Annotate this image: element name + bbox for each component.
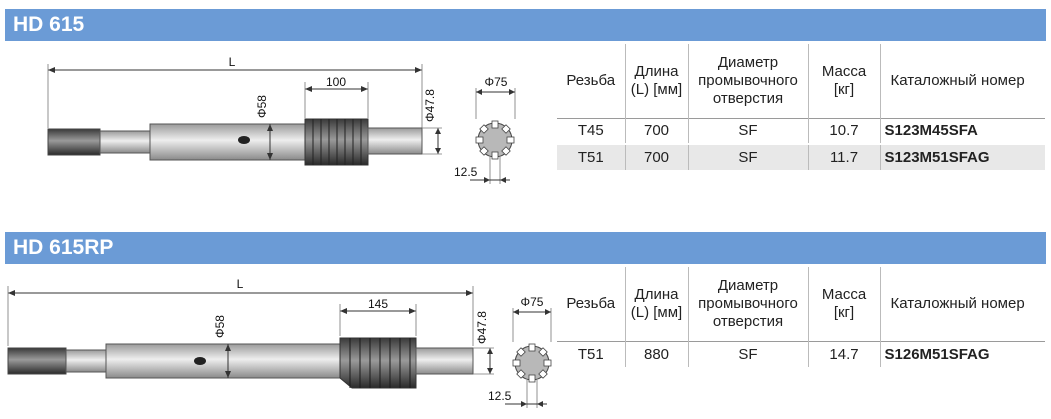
spline-length-label: 145 [368, 297, 388, 311]
length-label: L [229, 55, 236, 69]
header-catalog-number: Каталожный номер [879, 267, 1045, 341]
cell-mass: 11.7 [807, 143, 880, 170]
spline-end-view-drawing: Φ75 12.5 [454, 75, 516, 184]
cell-flush: SF [687, 118, 808, 144]
section-title-hd615rp: HD 615RP [5, 232, 1046, 264]
cell-mass: 14.7 [807, 341, 880, 367]
header-flush-diameter: Диаметр промывочного отверстия [687, 267, 808, 341]
header-catalog-number: Каталожный номер [879, 44, 1045, 118]
cell-length: 700 [624, 118, 688, 144]
header-length: Длина (L) [мм] [624, 44, 688, 118]
table-row: T51 880 SF 14.7 S126M51SFAG [557, 341, 1045, 367]
cell-flush: SF [687, 143, 808, 170]
spline-diameter-label: Φ47.8 [423, 89, 437, 122]
table-header-row: Резьба Длина (L) [мм] Диаметр промывочно… [557, 44, 1045, 118]
cell-flush: SF [687, 341, 808, 367]
spline-end-view-drawing: Φ75 12.5 [488, 295, 552, 408]
length-label: L [237, 277, 244, 291]
spec-table-hd615rp: Резьба Длина (L) [мм] Диаметр промывочно… [557, 267, 1045, 367]
cell-catalog-number: S126M51SFAG [879, 341, 1045, 367]
spec-table-hd615: Резьба Длина (L) [мм] Диаметр промывочно… [557, 44, 1045, 170]
spline-length-label: 100 [326, 75, 346, 89]
shank-diameter-label: Φ58 [255, 95, 269, 118]
table-header-row: Резьба Длина (L) [мм] Диаметр промывочно… [557, 267, 1045, 341]
header-thread: Резьба [566, 71, 616, 89]
header-mass: Масса [кг] [807, 267, 880, 341]
shank-diameter-label: Φ58 [213, 315, 227, 338]
table-row: T45 700 SF 10.7 S123M45SFA [557, 118, 1045, 144]
spline-diameter-label: Φ47.8 [475, 311, 489, 344]
header-length: Длина (L) [мм] [624, 267, 688, 341]
table-row: T51 700 SF 11.7 S123M51SFAG [557, 143, 1045, 170]
cell-catalog-number: S123M45SFA [879, 118, 1045, 144]
shank-adapter-drawing: L 100 Φ58 Φ47.8 Φ75 [47, 55, 516, 184]
cell-thread: T45 [577, 122, 604, 140]
cell-catalog-number: S123M51SFAG [879, 143, 1045, 170]
key-width-label: 12.5 [454, 165, 478, 179]
cell-length: 700 [624, 143, 688, 170]
cell-length: 880 [624, 341, 688, 367]
shank-adapter-drawing: L 145 Φ58 Φ47.8 Φ75 [7, 277, 552, 408]
cell-thread: T51 [577, 345, 604, 363]
header-flush-diameter: Диаметр промывочного отверстия [687, 44, 808, 118]
header-mass: Масса [кг] [807, 44, 880, 118]
cell-mass: 10.7 [807, 118, 880, 144]
end-diameter-label: Φ75 [521, 295, 544, 309]
section-title-hd615: HD 615 [5, 9, 1046, 41]
key-width-label: 12.5 [488, 389, 512, 403]
header-thread: Резьба [566, 294, 616, 312]
end-diameter-label: Φ75 [485, 75, 508, 89]
cell-thread: T51 [557, 143, 625, 170]
